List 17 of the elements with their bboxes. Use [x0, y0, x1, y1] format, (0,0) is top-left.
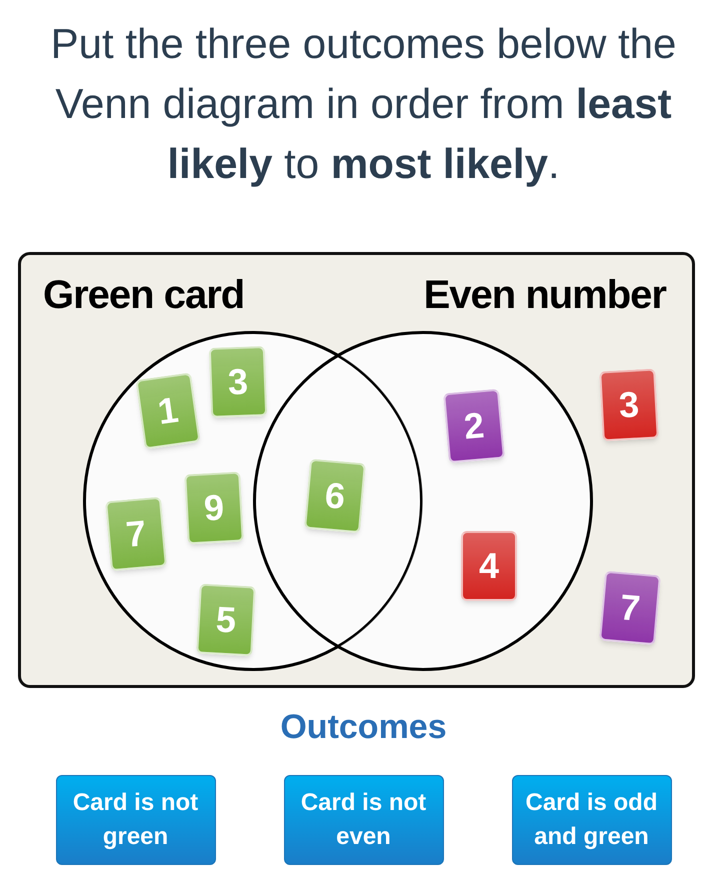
number-card: 3 — [599, 368, 659, 442]
set-heading: Green card — [43, 273, 244, 317]
number-card: 2 — [443, 388, 505, 464]
venn-panel — [18, 252, 695, 688]
number-card: 9 — [184, 472, 244, 544]
number-card: 7 — [105, 496, 167, 572]
instruction-text: Put the three outcomes below the Venn diagram in order from least likely to most likely. — [50, 19, 678, 189]
outcome-button: Card is odd and green — [512, 775, 672, 865]
outcome-button: Card is not even — [284, 775, 444, 865]
section-heading: Outcomes — [280, 707, 447, 748]
number-card: 7 — [599, 570, 661, 646]
number-card: 4 — [461, 531, 517, 601]
number-card: 3 — [208, 346, 268, 418]
outcome-button: Card is not green — [56, 775, 216, 865]
number-card: 1 — [135, 372, 201, 450]
number-card: 5 — [196, 584, 256, 656]
set-heading: Even number — [424, 273, 666, 317]
